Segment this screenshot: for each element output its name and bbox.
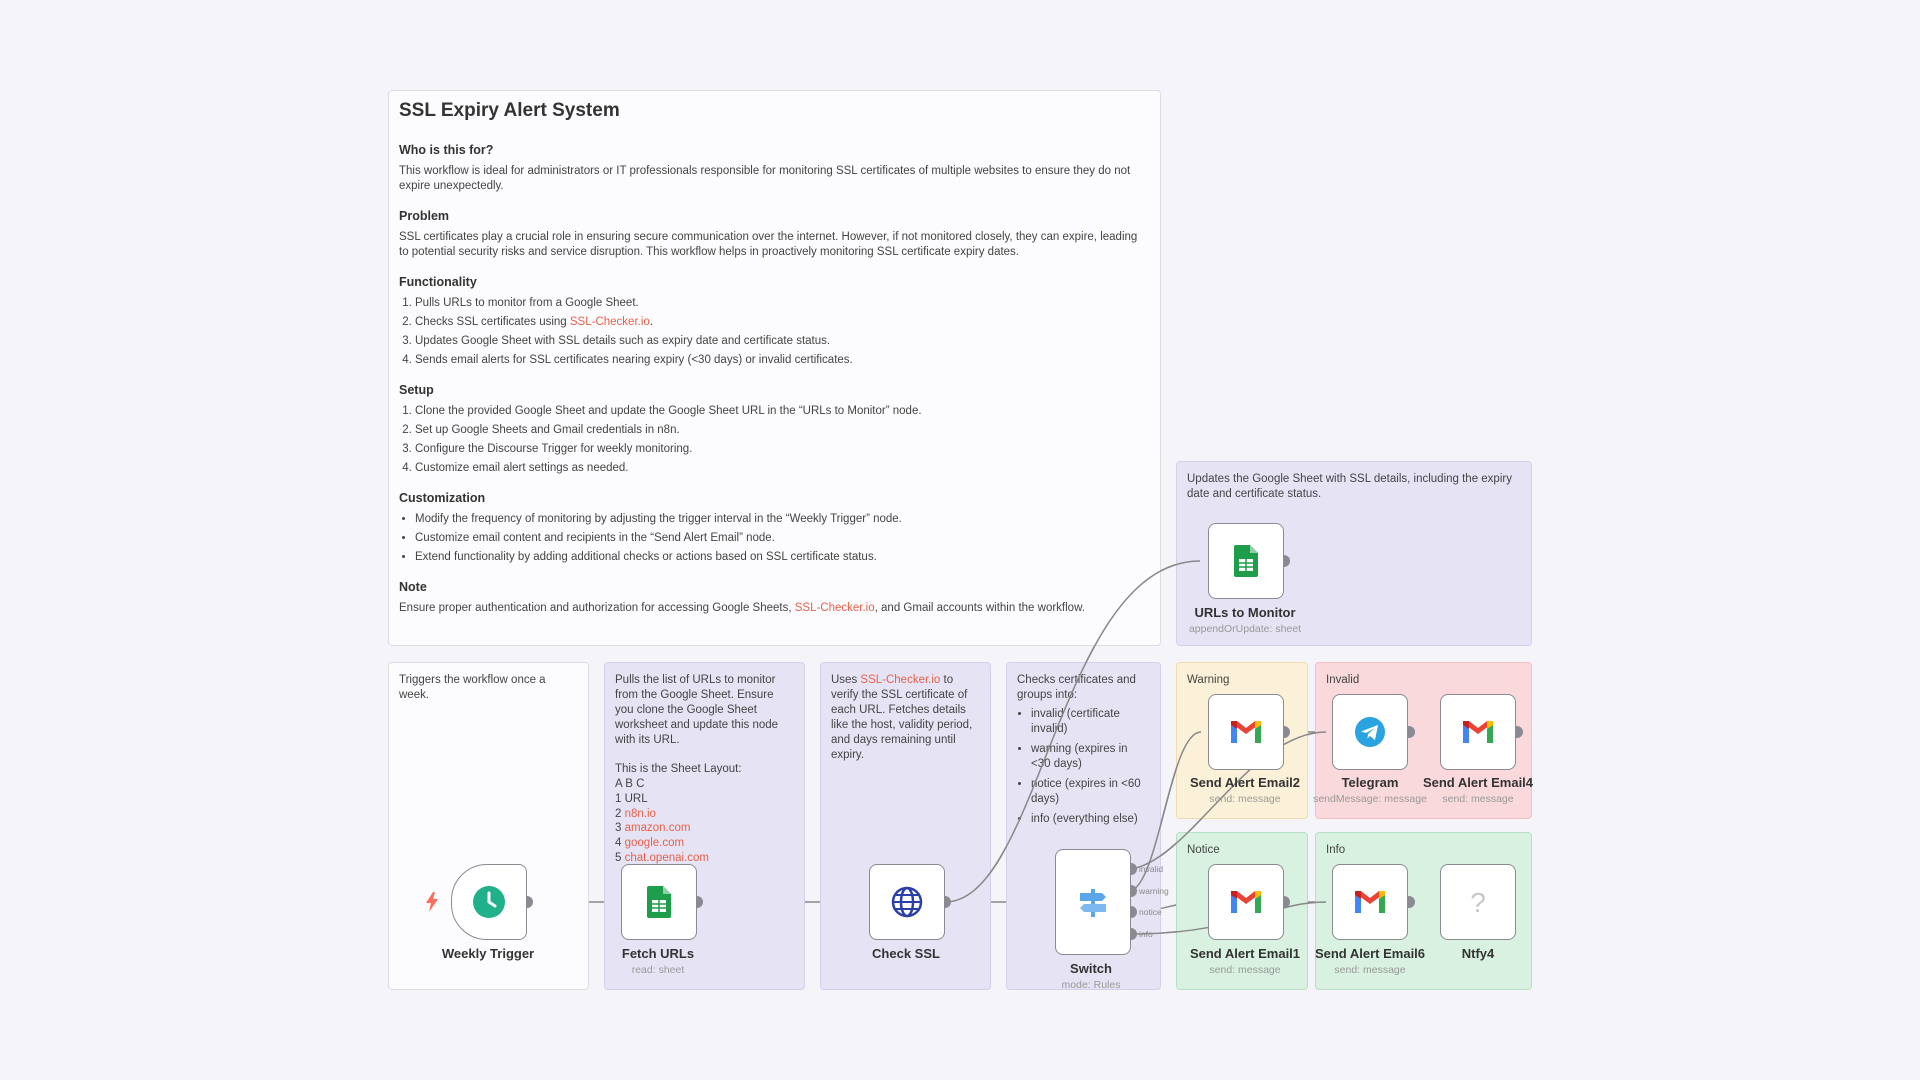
switch-node[interactable] [1055,849,1131,955]
note-text: Ensure proper authentication and authori… [399,602,1085,615]
node-label: Send Alert Email6 [1314,946,1426,961]
list-item: Pulls URLs to monitor from a Google Shee… [415,296,1150,311]
gmail-icon [1355,891,1385,913]
list-item: Updates Google Sheet with SSL details su… [415,334,1150,349]
layout-row: 5 chat.openai.com [615,852,709,865]
check-note: Uses SSL-Checker.io to verify the SSL ce… [820,662,991,990]
note-heading: Note [399,580,427,594]
problem-text: SSL certificates play a crucial role in … [399,231,1138,258]
node-label: Send Alert Email4 [1422,775,1534,790]
main-description-note: SSL Expiry Alert System Who is this for?… [388,90,1161,646]
customization-list: Modify the frequency of monitoring by ad… [399,512,1150,565]
url-link[interactable]: n8n.io [624,807,656,820]
node-label: Ntfy4 [1461,946,1495,961]
node-label: URLs to Monitor [1194,605,1296,620]
node-label: Send Alert Email2 [1189,775,1301,790]
setup-list: Clone the provided Google Sheet and upda… [399,404,1150,476]
telegram-icon [1355,717,1385,747]
layout-row: 1 URL [615,792,648,805]
node-subtitle: sendMessage: message [1313,793,1427,805]
fetch-urls-node[interactable] [621,864,697,940]
node-subtitle: send: message [1209,793,1281,805]
who-text: This workflow is ideal for administrator… [399,164,1131,192]
list-item: Sends email alerts for SSL certificates … [415,353,1150,368]
layout-header: A B C [615,777,645,790]
setup-heading: Setup [399,382,434,397]
node-label: Check SSL [872,946,940,961]
globe-icon [891,886,923,918]
fetch-intro: Pulls the list of URLs to monitor from t… [615,674,779,746]
list-item: Extend functionality by adding additiona… [415,550,1150,565]
customization-heading: Customization [399,490,486,505]
question-icon: ? [1470,887,1486,918]
send-alert-email4-node[interactable] [1440,694,1516,770]
url-link[interactable]: amazon.com [624,822,691,835]
check-ssl-node[interactable] [869,864,945,940]
send-alert-email2-node[interactable] [1208,694,1284,770]
layout-heading: This is the Sheet Layout: [615,762,742,775]
google-sheets-icon [1234,545,1258,577]
node-label: Weekly Trigger [441,946,535,961]
node-subtitle: send: message [1442,793,1514,805]
list-item: Customize email alert settings as needed… [415,461,1150,476]
node-subtitle: send: message [1209,964,1281,976]
urls-to-monitor-node[interactable] [1208,523,1284,599]
ssl-checker-link[interactable]: SSL-Checker.io [794,602,875,615]
layout-row: 3 amazon.com [615,822,691,835]
layout-row: 2 n8n.io [615,807,656,820]
node-subtitle: read: sheet [631,964,685,976]
url-link[interactable]: google.com [624,837,685,850]
list-item: Modify the frequency of monitoring by ad… [415,512,1150,527]
list-item: Customize email content and recipients i… [415,531,1150,546]
fetch-note: Pulls the list of URLs to monitor from t… [604,662,805,990]
functionality-list: Pulls URLs to monitor from a Google Shee… [399,296,1150,368]
list-item: info (everything else) [1031,812,1150,827]
node-label: Fetch URLs [621,946,695,961]
list-item: Set up Google Sheets and Gmail credentia… [415,423,1150,438]
svg-text:?: ? [1470,887,1486,918]
list-item: Clone the provided Google Sheet and upda… [415,404,1150,419]
layout-row: 4 google.com [615,837,685,850]
google-sheets-icon [647,886,671,918]
node-subtitle: appendOrUpdate: sheet [1188,623,1302,635]
list-item: notice (expires in <60 days) [1031,777,1150,807]
node-label: Telegram [1341,775,1399,790]
url-link[interactable]: chat.openai.com [624,852,709,865]
gmail-icon [1231,721,1261,743]
gmail-icon [1463,721,1493,743]
gmail-icon [1231,891,1261,913]
telegram-node[interactable] [1332,694,1408,770]
problem-heading: Problem [399,208,450,223]
functionality-heading: Functionality [399,274,477,289]
list-item: invalid (certificate invalid) [1031,707,1150,737]
send-alert-email1-node[interactable] [1208,864,1284,940]
workflow-title: SSL Expiry Alert System [399,100,620,121]
lightning-icon [426,892,438,912]
ssl-checker-link[interactable]: SSL-Checker.io [569,316,650,329]
list-item: warning (expires in <30 days) [1031,742,1150,772]
who-heading: Who is this for? [399,142,494,157]
send-alert-email6-node[interactable] [1332,864,1408,940]
node-subtitle: send: message [1334,964,1406,976]
ssl-checker-link[interactable]: SSL-Checker.io [860,674,941,686]
node-label: Switch [1070,961,1112,976]
signpost-icon [1080,889,1106,917]
list-item: Configure the Discourse Trigger for week… [415,442,1150,457]
clock-icon [473,886,505,918]
weekly-trigger-node[interactable] [451,864,527,940]
switch-groups-list: invalid (certificate invalid) warning (e… [1017,707,1150,827]
list-item: Checks SSL certificates using SSL-Checke… [415,315,1150,330]
node-subtitle: mode: Rules [1061,979,1121,991]
trigger-note: Triggers the workflow once a week. [388,662,589,990]
node-label: Send Alert Email1 [1189,946,1301,961]
ntfy4-node[interactable]: ? [1440,864,1516,940]
